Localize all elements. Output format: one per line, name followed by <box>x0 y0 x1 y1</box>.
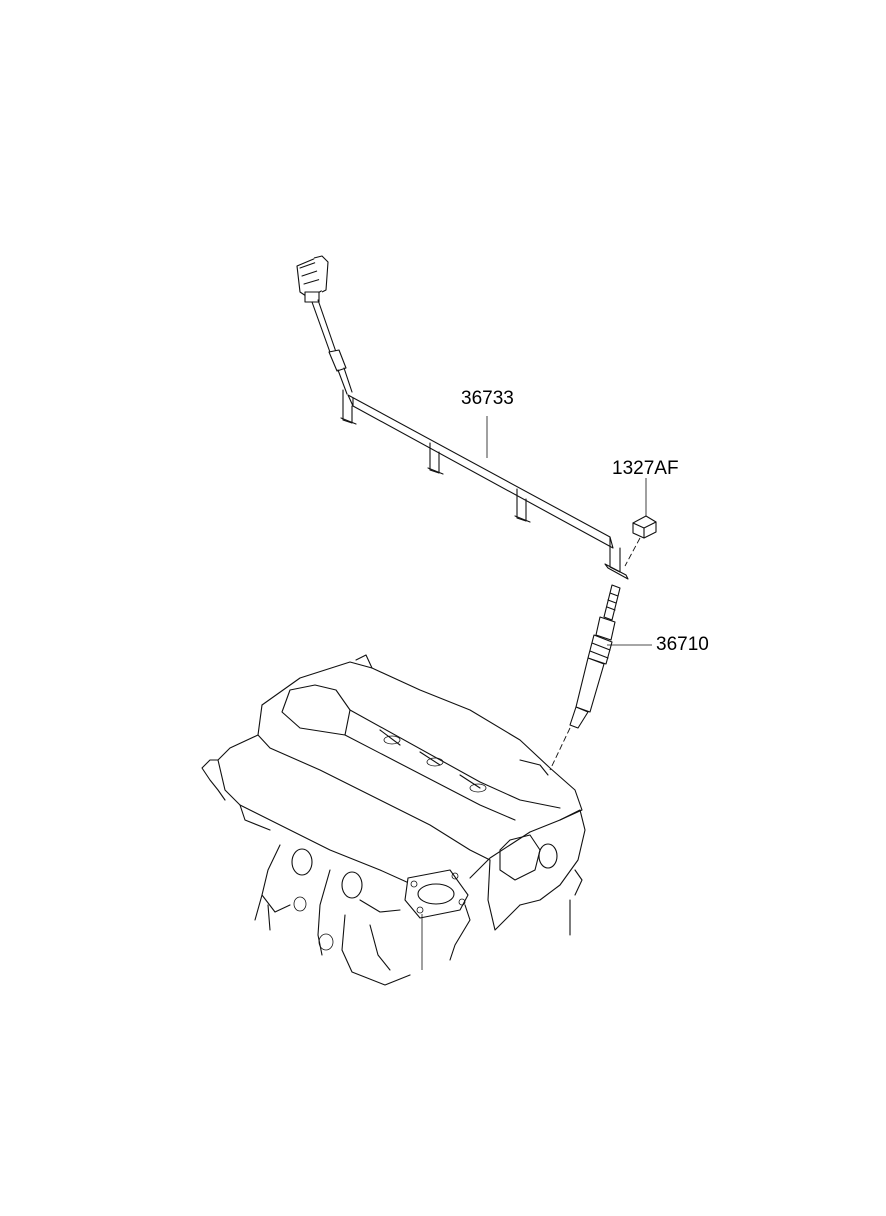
part-number-label-bolt: 1327AF <box>612 458 679 479</box>
part-number-label-glow-plug: 36710 <box>656 634 709 655</box>
harness-connector <box>296 255 329 303</box>
harness-nut[interactable] <box>624 478 657 567</box>
glow-plug-harness[interactable] <box>296 255 629 580</box>
engine-block <box>201 654 586 986</box>
glow-plug[interactable] <box>549 584 652 771</box>
part-number-label-harness: 36733 <box>461 388 514 409</box>
